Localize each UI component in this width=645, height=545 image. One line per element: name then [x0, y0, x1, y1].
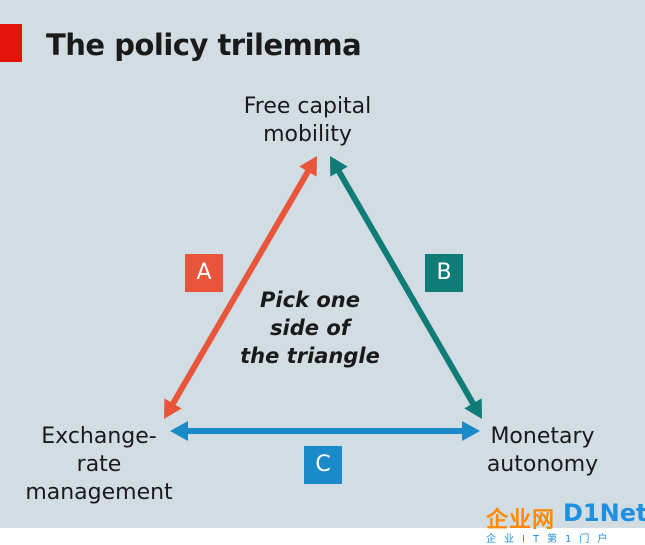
node-left-line1: Exchange-: [41, 424, 157, 449]
center-line1: Pick one: [260, 288, 360, 312]
arrowhead-start: [299, 156, 317, 177]
node-exchange-rate-management: Exchange- rate management: [18, 423, 180, 507]
arrow-side-b: [330, 156, 482, 419]
side-label-b: B: [425, 254, 463, 292]
watermark-brand: D1Net: [563, 499, 645, 527]
arrow-side-a: [164, 156, 317, 419]
arrow-shaft: [335, 168, 477, 407]
watermark-subtitle: 企业IT第1门户: [486, 534, 616, 545]
diagram-title: The policy trilemma: [46, 28, 362, 62]
arrowhead-end: [164, 398, 182, 419]
center-line2: side of: [270, 316, 350, 340]
arrowhead-start: [330, 156, 348, 177]
arrow-shaft: [169, 168, 312, 407]
node-right-line1: Monetary: [490, 424, 595, 449]
node-right-line2: autonomy: [486, 452, 599, 477]
node-monetary-autonomy: Monetary autonomy: [470, 423, 615, 479]
center-line3: the triangle: [240, 344, 380, 368]
side-label-c: C: [304, 446, 342, 484]
node-left-line2: rate: [76, 452, 122, 477]
diagram-background: [0, 0, 645, 528]
side-label-a: A: [185, 254, 223, 292]
node-free-capital-mobility: Free capital mobility: [220, 93, 395, 149]
title-accent-bar: [0, 24, 22, 62]
center-instruction: Pick one side of the triangle: [225, 286, 395, 370]
watermark-logo: 企业网 D1Net 企业IT第1门户: [478, 497, 645, 545]
node-top-line1: Free capital: [243, 94, 372, 119]
watermark-mark: 企业网: [486, 508, 556, 533]
arrowhead-end: [464, 398, 482, 419]
arrow-side-c: [170, 421, 480, 441]
node-top-line2: mobility: [263, 122, 352, 147]
arrowhead-start: [170, 421, 188, 441]
node-left-line3: management: [25, 480, 173, 505]
arrowhead-end: [462, 421, 480, 441]
